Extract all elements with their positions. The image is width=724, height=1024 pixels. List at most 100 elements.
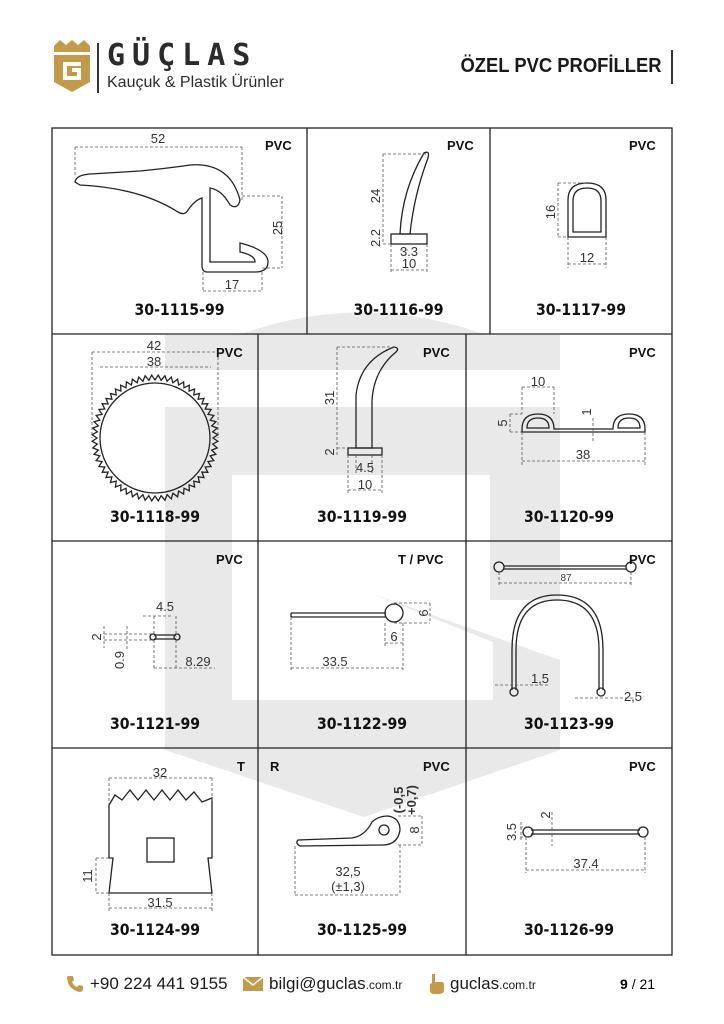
dim-label: 52 xyxy=(151,131,165,146)
dim-label: 10 xyxy=(402,256,416,271)
dim-label: 42 xyxy=(147,338,161,353)
profile-1119 xyxy=(355,346,399,449)
profile-1125-hole xyxy=(378,824,390,836)
product-code: 30-1121-99 xyxy=(109,714,201,733)
profile-1120 xyxy=(521,413,646,433)
profile-1121-end xyxy=(173,633,181,641)
material-label: PVC xyxy=(629,552,656,567)
dim-label: 33.5 xyxy=(322,654,347,669)
material-label: PVC xyxy=(629,138,656,153)
dim-label: 0.9 xyxy=(112,651,127,669)
dim-label: 87 xyxy=(560,573,572,584)
dim-label: 8 xyxy=(407,826,422,833)
profile-1122 xyxy=(290,612,386,618)
dim-label: 3.3 xyxy=(400,244,418,259)
dim-label: 10 xyxy=(531,374,545,389)
dim-label: 37.4 xyxy=(573,856,598,871)
profile-1122-bulb xyxy=(384,603,404,623)
dim-label: 31.5 xyxy=(147,895,172,910)
product-code: 30-1119-99 xyxy=(316,507,408,526)
material-label: PVC xyxy=(216,552,243,567)
page-title: ÖZEL PVC PROFİLLER xyxy=(460,55,662,77)
profile-1120-inner xyxy=(526,417,641,429)
brand-name: GÜÇLAS xyxy=(107,38,258,73)
dim-label: 38 xyxy=(147,354,161,369)
dim-label: 38 xyxy=(576,447,590,462)
product-code: 30-1124-99 xyxy=(109,920,201,939)
material-label: PVC xyxy=(265,138,292,153)
pointing-hand-icon xyxy=(430,974,444,994)
profile-1125 xyxy=(296,815,401,847)
page-current: 9 xyxy=(620,976,628,992)
product-code: 30-1122-99 xyxy=(316,714,408,733)
material-label: PVC xyxy=(629,759,656,774)
profile-1124-hole xyxy=(146,837,175,863)
product-code: 30-1116-99 xyxy=(353,300,444,319)
dim-label: 5 xyxy=(495,419,510,426)
product-code: 30-1125-99 xyxy=(316,920,408,939)
material-label: PVC xyxy=(423,345,450,360)
dim-label: 25 xyxy=(270,221,285,235)
profile-1118 xyxy=(90,373,220,503)
dim-label: 32 xyxy=(153,765,167,780)
email-address: bilgi@guclas xyxy=(269,974,366,993)
profile-1121 xyxy=(154,634,176,640)
material-extra-label: R xyxy=(270,759,280,774)
profile-1115 xyxy=(74,164,269,273)
footer-email[interactable]: bilgi@guclas.com.tr xyxy=(243,974,402,994)
product-code: 30-1115-99 xyxy=(134,300,225,319)
phone-icon xyxy=(67,976,83,992)
dim-label: 2,5 xyxy=(624,689,642,704)
product-code: 30-1118-99 xyxy=(109,507,201,526)
profile-1121-end xyxy=(149,633,157,641)
dim-label: 17 xyxy=(225,277,239,292)
profile-1119-base xyxy=(347,447,383,456)
profile-1123-foot xyxy=(596,687,606,697)
tolerance-label: (-0,5 xyxy=(391,787,406,814)
product-code: 30-1117-99 xyxy=(535,300,627,319)
material-label: T / PVC xyxy=(398,552,444,567)
email-domain-suffix: .com.tr xyxy=(365,978,403,992)
profile-1116 xyxy=(399,151,430,235)
dim-label: 31 xyxy=(322,391,337,405)
dim-label: (±1,3) xyxy=(331,879,365,894)
dim-label: 1 xyxy=(579,408,594,415)
website-suffix: .com.tr xyxy=(499,978,536,992)
footer-phone[interactable]: +90 224 441 9155 xyxy=(66,974,228,994)
dim-label: 11 xyxy=(80,869,95,883)
dim-label: 16 xyxy=(543,205,558,219)
profile-1123-strip xyxy=(504,565,626,570)
dim-label: 2 xyxy=(89,633,104,640)
logo-divider xyxy=(97,43,99,93)
material-label: T xyxy=(237,759,245,774)
title-divider xyxy=(671,50,673,84)
dim-label: 3.5 xyxy=(504,823,519,841)
dim-label: 1,5 xyxy=(531,671,549,686)
envelope-icon xyxy=(243,977,263,991)
profile-1124 xyxy=(108,788,213,894)
dim-label: 4.5 xyxy=(356,460,374,475)
product-code: 30-1126-99 xyxy=(523,920,615,939)
dim-label: 32,5 xyxy=(335,864,360,879)
profile-1117 xyxy=(567,182,607,238)
profile-1118-inner xyxy=(99,382,211,494)
watermark-logo xyxy=(165,312,560,817)
page-total: / 21 xyxy=(631,976,656,992)
guclas-logo-emblem xyxy=(54,40,90,92)
dim-label: 12 xyxy=(580,250,594,265)
footer-website[interactable]: guclas.com.tr xyxy=(428,974,536,994)
profile-1126 xyxy=(531,829,640,835)
profile-1117-inner xyxy=(572,187,602,233)
material-label: PVC xyxy=(447,138,474,153)
material-label: PVC xyxy=(216,345,243,360)
dim-label: 4.5 xyxy=(156,599,174,614)
profile-1126-end xyxy=(522,826,534,838)
dim-label: 24 xyxy=(368,189,383,203)
dim-label: 2.2 xyxy=(368,229,383,247)
dim-label: 2 xyxy=(322,448,337,455)
profile-1123-arch xyxy=(511,594,604,690)
dim-label: 10 xyxy=(358,477,372,492)
website: guclas xyxy=(450,974,500,993)
product-code: 30-1120-99 xyxy=(523,507,615,526)
page-number: 9 / 21 xyxy=(620,976,655,992)
